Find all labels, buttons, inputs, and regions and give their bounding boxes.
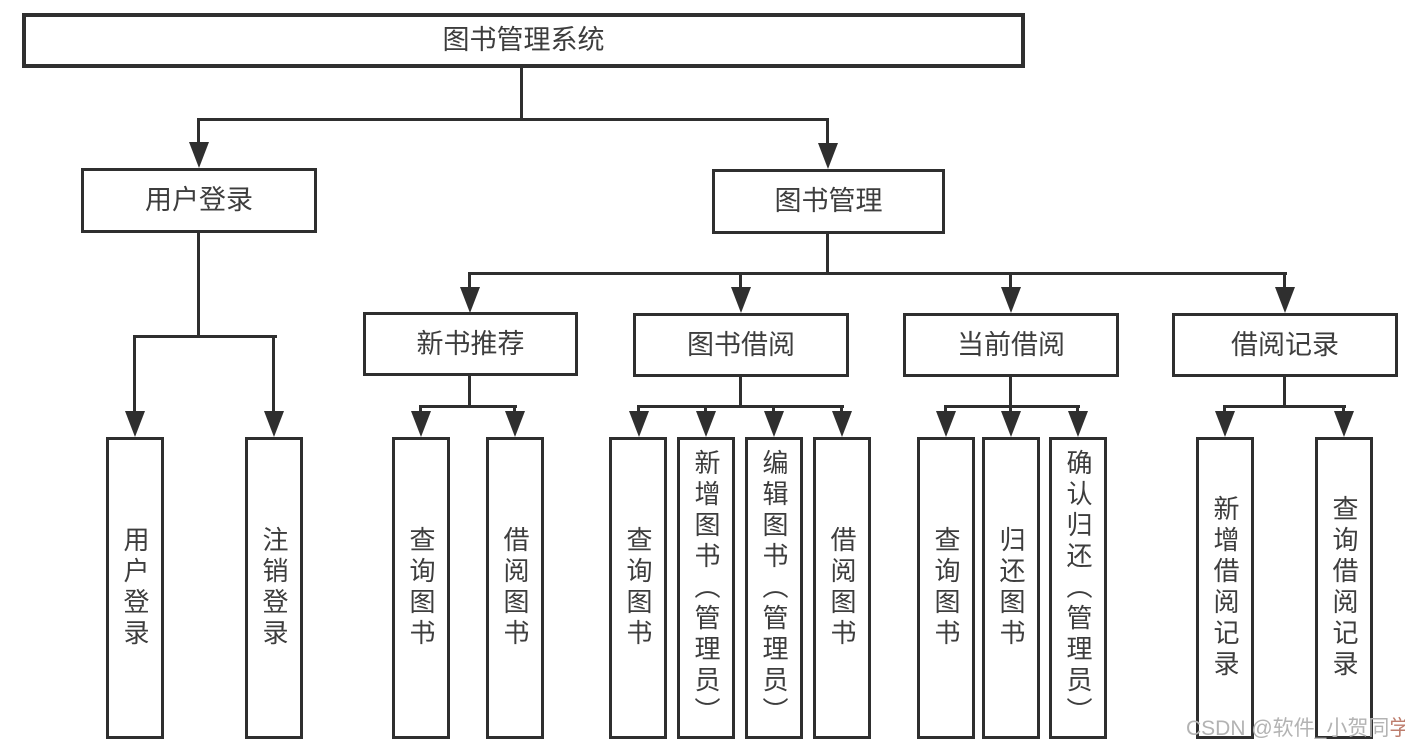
leaf-edit-book-admin: 编辑图书（管理员） [745, 437, 803, 739]
node-label: 借阅记录 [1231, 329, 1339, 360]
leaf-label: 查询借阅记录 [1329, 495, 1359, 681]
leaf-label: 借阅图书 [500, 526, 530, 650]
connector [419, 405, 422, 413]
connector [739, 272, 742, 289]
arrowhead [1215, 411, 1235, 437]
connector [513, 405, 516, 413]
arrowhead [629, 411, 649, 437]
connector [637, 405, 640, 413]
arrowhead [1275, 287, 1295, 313]
connector [1009, 272, 1012, 289]
connector [739, 377, 742, 408]
leaf-label: 编辑图书（管理员） [759, 448, 789, 728]
node-current-borrow: 当前借阅 [903, 313, 1119, 377]
leaf-label: 查询图书 [623, 526, 653, 650]
leaf-label: 归还图书 [996, 526, 1026, 650]
arrowhead [411, 411, 431, 437]
connector [826, 118, 829, 146]
connector [1283, 272, 1286, 289]
connector [419, 405, 517, 408]
leaf-user-login: 用户登录 [106, 437, 164, 739]
node-label: 图书管理 [774, 186, 883, 216]
csdn-watermark: CSDN @软件_小贺同学 [1186, 712, 1405, 742]
arrowhead [125, 411, 145, 437]
node-label: 当前借阅 [957, 329, 1065, 360]
node-label: 用户登录 [145, 185, 253, 215]
arrowhead [818, 143, 838, 169]
connector [272, 335, 275, 413]
node-user-login: 用户登录 [81, 168, 317, 233]
connector [1076, 405, 1079, 413]
connector [1223, 405, 1346, 408]
connector [197, 118, 829, 121]
leaf-return-book: 归还图书 [982, 437, 1040, 739]
arrowhead [460, 287, 480, 313]
leaf-borrow-books: 借阅图书 [813, 437, 871, 739]
leaf-query-books-borrow: 查询图书 [609, 437, 667, 739]
connector [468, 272, 471, 289]
connector [468, 272, 1287, 275]
arrowhead [1001, 411, 1021, 437]
arrowhead [764, 411, 784, 437]
connector [520, 68, 523, 121]
connector [772, 405, 775, 413]
connector [133, 335, 136, 413]
connector [1009, 377, 1012, 408]
arrowhead [1068, 411, 1088, 437]
connector [468, 376, 471, 408]
leaf-label: 确认归还（管理员） [1063, 448, 1093, 728]
connector [944, 405, 947, 413]
node-label: 新书推荐 [416, 328, 525, 359]
watermark-text: CSDN @软件_小贺同 [1186, 717, 1390, 740]
node-label: 图书借阅 [687, 329, 795, 360]
connector [637, 405, 844, 408]
node-borrow-records: 借阅记录 [1172, 313, 1398, 377]
node-library-management-system: 图书管理系统 [22, 13, 1025, 68]
arrowhead [505, 411, 525, 437]
node-book-borrow: 图书借阅 [633, 313, 849, 377]
leaf-add-borrow-record: 新增借阅记录 [1196, 437, 1254, 739]
node-label: 图书管理系统 [442, 25, 605, 55]
leaf-query-books-current: 查询图书 [917, 437, 975, 739]
leaf-label: 新增借阅记录 [1210, 495, 1240, 681]
arrowhead [1334, 411, 1354, 437]
leaf-query-borrow-record: 查询借阅记录 [1315, 437, 1373, 739]
leaf-add-book-admin: 新增图书（管理员） [677, 437, 735, 739]
arrowhead [264, 411, 284, 437]
connector [197, 118, 200, 145]
leaf-logout: 注销登录 [245, 437, 303, 739]
arrowhead [1001, 287, 1021, 313]
connector [826, 234, 829, 275]
arrowhead [731, 287, 751, 313]
connector [1283, 377, 1286, 408]
arrowhead [936, 411, 956, 437]
node-book-management: 图书管理 [712, 169, 945, 234]
leaf-label: 查询图书 [931, 526, 961, 650]
watermark-accent-text: 学 [1389, 717, 1405, 740]
connector [840, 405, 843, 413]
leaf-label: 借阅图书 [827, 526, 857, 650]
leaf-borrow-books-recommend: 借阅图书 [486, 437, 544, 739]
connector [197, 233, 200, 338]
leaf-confirm-return-admin: 确认归还（管理员） [1049, 437, 1107, 739]
connector [944, 405, 1080, 408]
arrowhead [696, 411, 716, 437]
leaf-label: 注销登录 [259, 526, 289, 650]
connector [1223, 405, 1226, 413]
arrowhead [832, 411, 852, 437]
connector [133, 335, 277, 338]
leaf-label: 查询图书 [406, 526, 436, 650]
leaf-label: 用户登录 [120, 526, 150, 650]
leaf-query-books-recommend: 查询图书 [392, 437, 450, 739]
connector [1342, 405, 1345, 413]
connector [1009, 405, 1012, 413]
connector [704, 405, 707, 413]
node-new-book-recommend: 新书推荐 [363, 312, 578, 376]
leaf-label: 新增图书（管理员） [691, 448, 721, 728]
arrowhead [189, 142, 209, 168]
